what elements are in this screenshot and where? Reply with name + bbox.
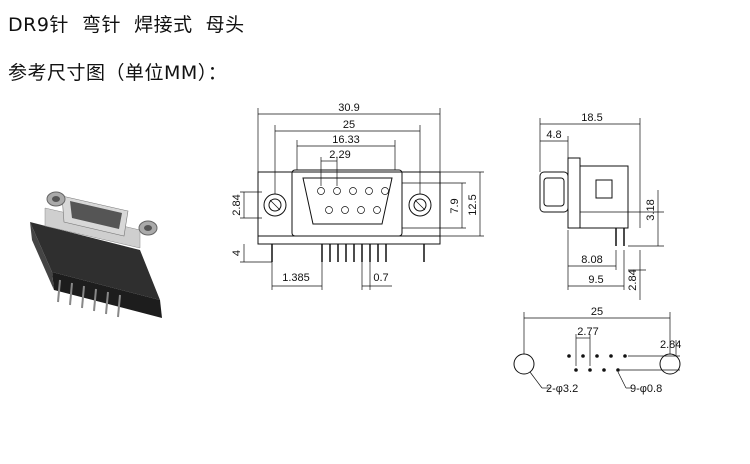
- front-view: 30.9 25 16.33 2.29 2.84 4 7.9 12.5: [231, 102, 484, 290]
- label-mount-holes: 2-φ3.2: [546, 383, 578, 395]
- dim-front-part: 4.8: [546, 129, 561, 141]
- dim-footprint-pin-pitch: 2.77: [577, 326, 598, 338]
- side-view: 18.5 4.8 3.18 8.08 9.5 2.84: [539, 112, 664, 300]
- front-pins: [271, 244, 425, 262]
- dim-body-height: 12.5: [467, 194, 479, 215]
- mount-hole-right: [659, 353, 681, 375]
- dim-pin-width: 0.7: [373, 272, 388, 284]
- footprint-view: 25 2.77 2.84 2-φ3.2 9-φ0.8: [513, 306, 681, 395]
- dim-footprint-row-gap: 2.84: [660, 339, 681, 351]
- dim-pin-pitch: 2.29: [329, 149, 350, 161]
- front-base: [257, 235, 441, 245]
- dim-body-height-inner: 7.9: [449, 198, 461, 213]
- mount-hole-left: [513, 353, 535, 375]
- connector-photo: [30, 191, 162, 318]
- front-flange: [257, 171, 441, 237]
- dim-overall-width: 30.9: [338, 102, 359, 114]
- dim-mount-pitch: 25: [591, 306, 603, 318]
- dim-pin-row-gap: 2.84: [627, 269, 639, 290]
- title-line-1: DR9针 弯针 焊接式 母头: [8, 14, 245, 36]
- dim-hole-height: 2.84: [231, 194, 243, 215]
- socket-holes: [317, 187, 389, 214]
- dim-pin-row-1: 8.08: [581, 254, 602, 266]
- side-flange: [567, 157, 581, 229]
- dim-shell-width: 16.33: [332, 134, 360, 146]
- side-body: [579, 165, 629, 229]
- dim-hole-pitch: 25: [343, 119, 355, 131]
- dim-pin-offset: 1.385: [282, 272, 310, 284]
- dim-depth: 18.5: [581, 112, 602, 124]
- dim-pin-length: 4: [231, 250, 243, 256]
- front-shell-inner: [302, 177, 393, 225]
- title-line-2: 参考尺寸图（单位MM）：: [8, 62, 228, 84]
- dim-pin-height: 3.18: [645, 199, 657, 220]
- label-pin-holes: 9-φ0.8: [630, 383, 662, 395]
- pin-holes: [567, 354, 627, 372]
- dim-pin-row-2: 9.5: [588, 274, 603, 286]
